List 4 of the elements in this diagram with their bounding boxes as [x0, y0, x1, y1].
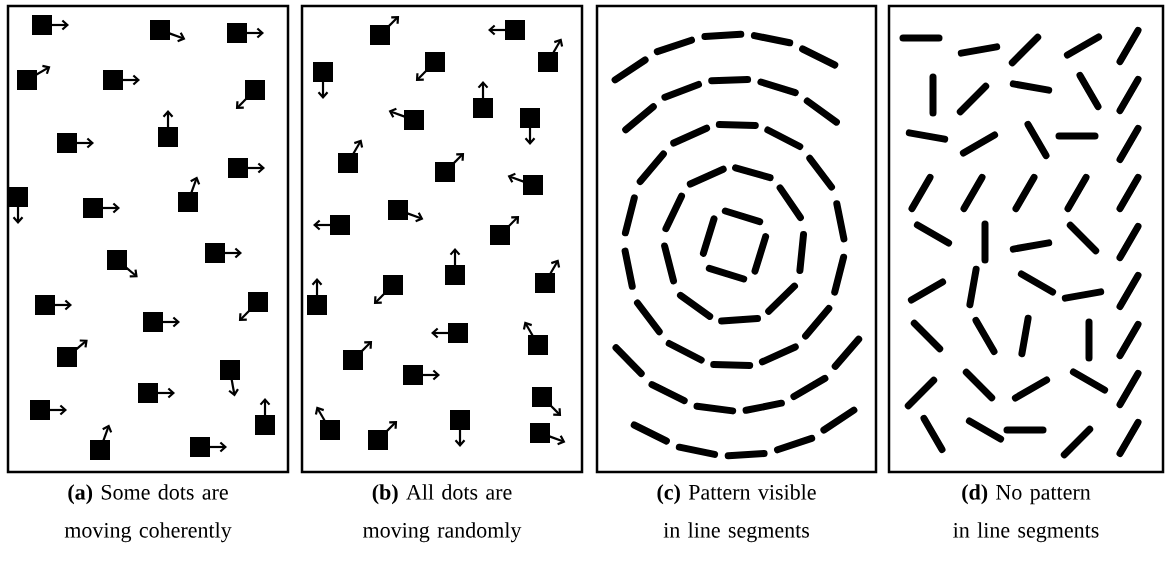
caption: (c) Pattern visible in line segments [657, 484, 816, 543]
caption: (a) Some dots are moving coherently [64, 484, 232, 543]
caption: (d) No pattern in line segments [953, 484, 1099, 543]
caption: (b) All dots are moving randomly [363, 484, 522, 543]
